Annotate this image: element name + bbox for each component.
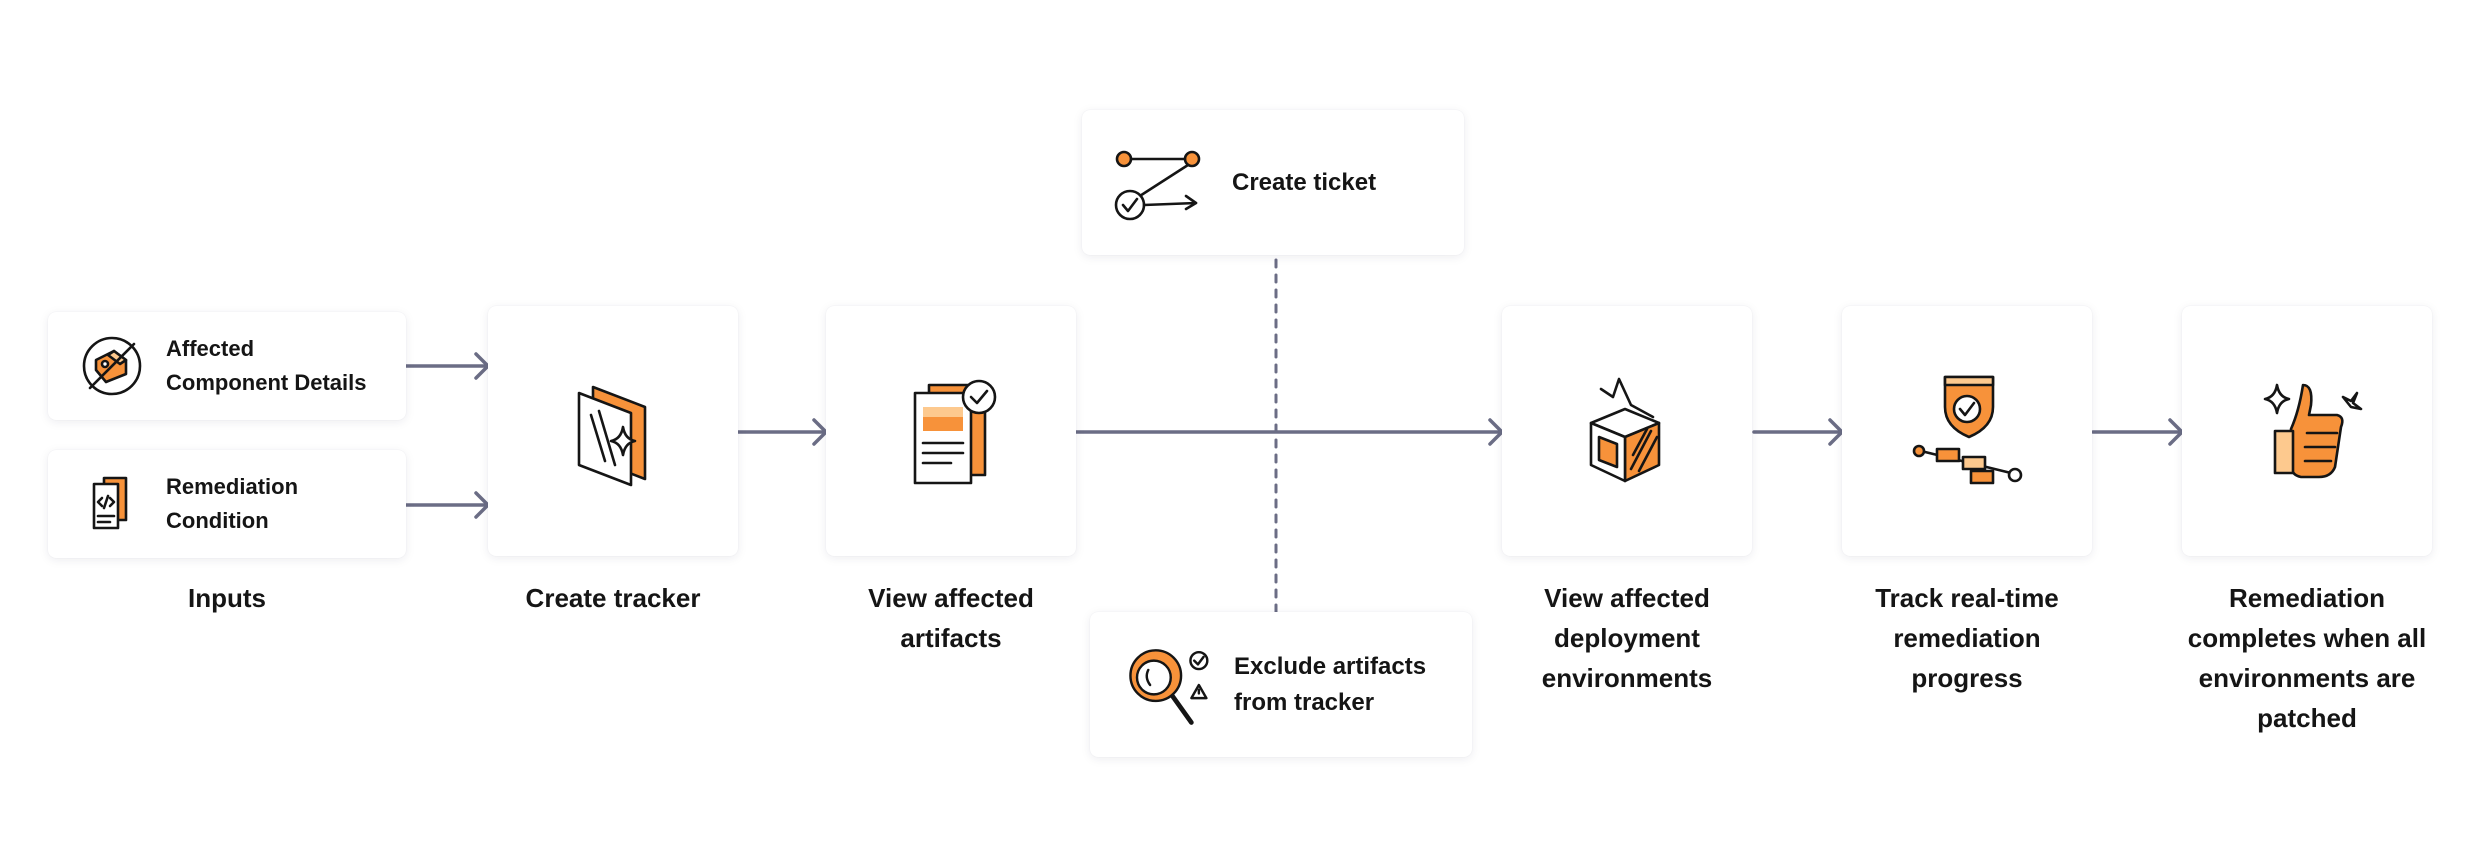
arrow-tracker-to-artifacts [735, 418, 828, 446]
branch-card-exclude-artifacts[interactable]: Exclude artifacts from tracker [1090, 612, 1472, 757]
arrow-affected-to-tracker [404, 352, 490, 380]
caption-view-environments: View affected deployment environments [1541, 583, 1713, 693]
affected-line1: Affected [166, 336, 255, 361]
code-document-icon [92, 476, 128, 530]
caption-inputs: Inputs [188, 583, 266, 613]
branch-card-create-ticket[interactable]: Create ticket [1082, 110, 1464, 255]
create-ticket-label: Create ticket [1232, 168, 1377, 196]
tag-cross-icon [82, 336, 142, 396]
exclude-line1: Exclude artifacts [1234, 652, 1427, 680]
caption-create-tracker: Create tracker [525, 583, 701, 613]
caption-track-progress: Track real-time remediation progress [1875, 583, 2059, 693]
window-sparkle-icon [577, 385, 647, 487]
exclude-line2: from tracker [1234, 688, 1375, 716]
remediation-line2: Condition [166, 508, 269, 533]
magnifier-alert-icon [1129, 648, 1209, 725]
arrow-remediation-to-tracker [404, 491, 490, 519]
input-card-affected-component[interactable]: Affected Component Details [48, 312, 406, 420]
step-card-view-artifacts[interactable] [826, 306, 1076, 556]
shield-timeline-icon [1912, 375, 2023, 485]
thumbs-up-sparkle-icon [2263, 383, 2363, 479]
caption-remediation-complete: Remediation completes when all environme… [2187, 583, 2427, 733]
input-card-remediation-condition[interactable]: Remediation Condition [48, 450, 406, 558]
step-card-view-environments[interactable] [1502, 306, 1752, 556]
step-card-remediation-complete[interactable] [2182, 306, 2432, 556]
cube-icon [1589, 377, 1661, 483]
arrow-track-to-complete [2091, 418, 2184, 446]
arrow-environments-to-track [1752, 418, 1844, 446]
step-card-track-progress[interactable] [1842, 306, 2092, 556]
remediation-line1: Remediation [166, 474, 299, 499]
caption-view-artifacts: View affected artifacts [868, 583, 1034, 653]
step-card-create-tracker[interactable] [488, 306, 738, 556]
document-check-icon [913, 379, 997, 485]
path-check-icon [1114, 150, 1201, 220]
arrow-artifacts-to-environments [1074, 418, 1504, 446]
affected-line2: Component Details [166, 370, 367, 395]
